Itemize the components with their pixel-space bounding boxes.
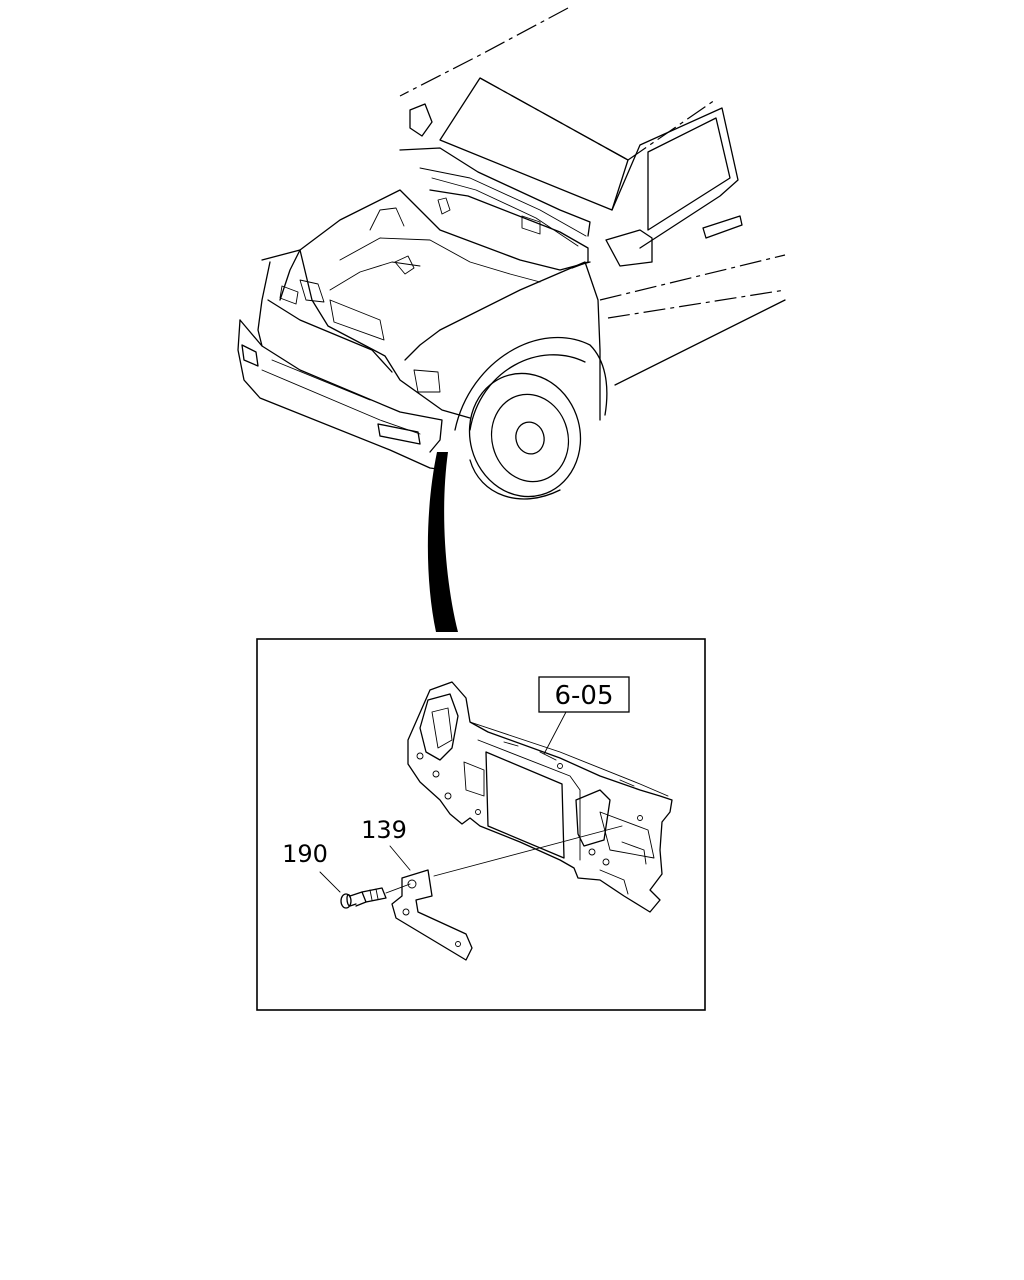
radiator-support-panel bbox=[407, 681, 673, 913]
part-139-bracket bbox=[389, 825, 623, 961]
callout-139: 139 bbox=[361, 816, 407, 844]
vehicle-front-view bbox=[237, 7, 786, 632]
reference-label-box: 6-05 bbox=[538, 676, 630, 755]
part-190-bolt bbox=[319, 871, 411, 909]
reference-label: 6-05 bbox=[554, 681, 613, 711]
detail-frame bbox=[256, 638, 706, 1011]
callout-190: 190 bbox=[282, 840, 328, 868]
